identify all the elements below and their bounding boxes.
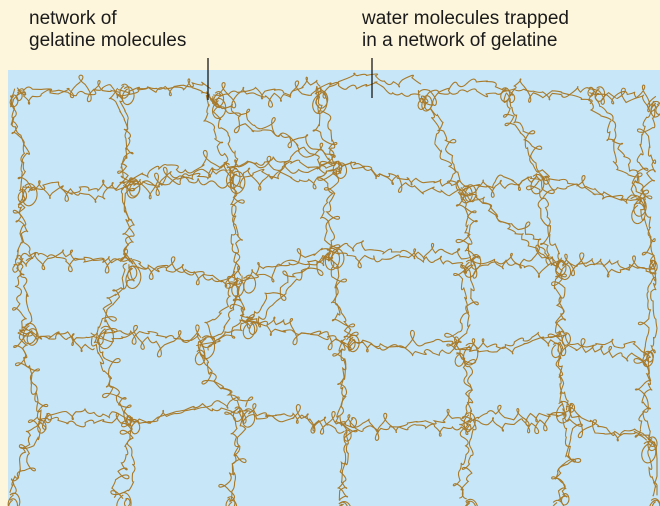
gelatine-network-label-line-2: gelatine molecules [29,30,186,52]
water-area [8,70,660,506]
trapped-water-label-line-1: water molecules trapped [362,8,569,30]
gelatine-network-label-line-1: network of [29,8,186,30]
trapped-water-label-line-2: in a network of gelatine [362,30,569,52]
trapped-water-label: water molecules trapped in a network of … [362,8,569,52]
gelatine-network-label: network of gelatine molecules [29,8,186,52]
